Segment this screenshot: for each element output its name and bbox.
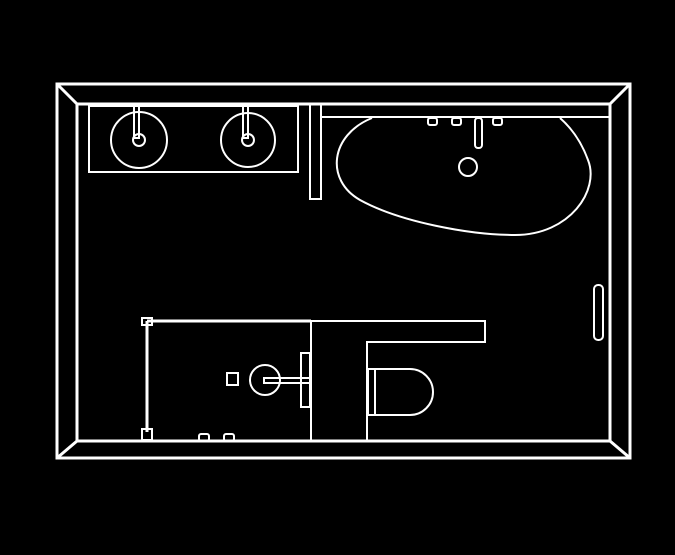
bathtub <box>321 116 610 237</box>
shower <box>141 317 312 442</box>
tub-drain <box>458 157 478 177</box>
tub-spout <box>474 117 483 149</box>
shower-head <box>249 364 281 396</box>
toilet <box>367 368 434 416</box>
double-vanity <box>88 105 299 173</box>
toilet-enclosure <box>310 320 486 441</box>
sink-right <box>220 105 276 168</box>
sink-left <box>110 105 168 169</box>
partition-wall <box>309 103 322 200</box>
shower-drain <box>226 372 239 386</box>
outer-walls <box>55 82 632 460</box>
door-handle <box>593 284 604 341</box>
